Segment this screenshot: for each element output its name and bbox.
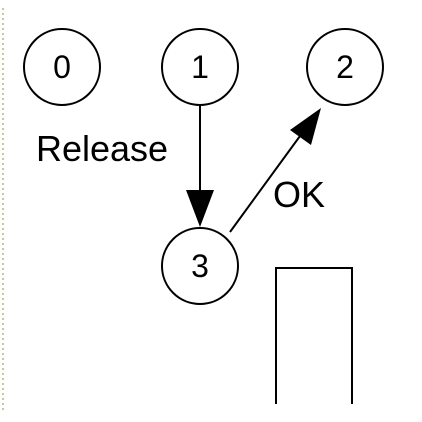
open-rectangle-outline: [275, 267, 353, 404]
node-1-label: 1: [191, 49, 209, 85]
node-3-circle: [161, 227, 239, 305]
node-2-circle: [306, 28, 384, 106]
node-0-label: 0: [53, 49, 71, 85]
node-3-label: 3: [191, 248, 209, 284]
node-0: 0: [23, 28, 101, 106]
edge-1-to-3-label: Release: [36, 128, 168, 169]
edge-1-to-3-arrowhead: [186, 190, 214, 227]
edge-3-to-2-label: OK: [273, 174, 325, 215]
edge-3-to-2: OK: [229, 108, 325, 233]
edge-1-to-3: Release: [36, 105, 214, 227]
node-0-circle: [23, 28, 101, 106]
node-2-label: 2: [336, 49, 354, 85]
node-1: 1: [161, 28, 239, 106]
node-3: 3: [161, 227, 239, 305]
node-2: 2: [306, 28, 384, 106]
edge-3-to-2-arrowhead: [290, 108, 321, 145]
edge-3-to-2-line: [229, 135, 301, 233]
